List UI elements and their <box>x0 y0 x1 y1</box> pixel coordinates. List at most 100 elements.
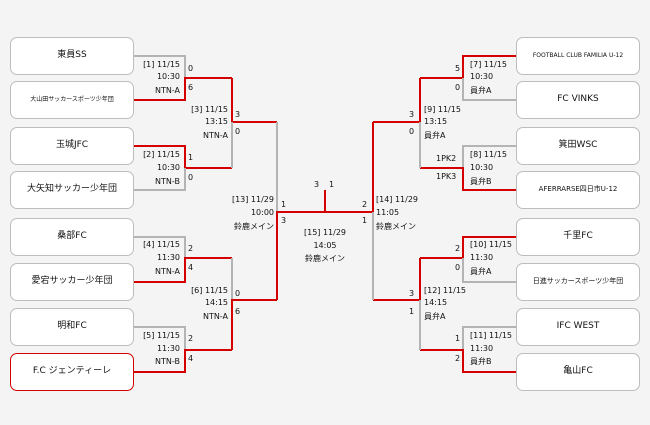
team-R6: 日進サッカースポーツ少年団 <box>516 263 640 301</box>
m9-score-top: 3 <box>409 110 415 119</box>
m2-time: 10:30 <box>156 163 180 172</box>
m14-score-top: 2 <box>362 200 368 209</box>
m6-venue: NTN-A <box>202 312 228 321</box>
team-R2: FC VINKS <box>516 81 640 119</box>
team-R7: IFC WEST <box>516 308 640 346</box>
m1-num: [1] 11/15 <box>143 60 180 69</box>
line-m11-lose <box>462 326 516 350</box>
team-L1: 東員SS <box>10 37 134 75</box>
m13-score-top: 1 <box>281 200 287 209</box>
m6-num: [6] 11/15 <box>191 286 228 295</box>
m14-num: [14] 11/29 <box>376 195 419 204</box>
m8-score-top: 1PK2 <box>436 154 457 163</box>
line-m8-lose <box>462 145 516 168</box>
line-m4-win <box>134 257 232 283</box>
m5-score-bottom: 4 <box>188 354 194 363</box>
m3-score-top: 3 <box>235 110 241 119</box>
m6-score-top: 0 <box>235 289 241 298</box>
line-m2-win <box>134 145 232 169</box>
m7-score-bottom: 0 <box>455 83 461 92</box>
m12-venue: 員弁A <box>424 312 446 321</box>
m12-score-bottom: 1 <box>409 307 415 316</box>
m9-num: [9] 11/15 <box>424 105 461 114</box>
m1-venue: NTN-A <box>154 86 180 95</box>
m6-time: 14:15 <box>204 298 228 307</box>
m8-score-bottom: 1PK3 <box>436 172 457 181</box>
m4-score-top: 2 <box>188 244 194 253</box>
m5-score-top: 2 <box>188 334 194 343</box>
m1-time: 10:30 <box>156 72 180 81</box>
m10-time: 11:30 <box>470 253 494 262</box>
m15-num: [15] 11/29 <box>303 228 347 237</box>
m9-score-bottom: 0 <box>409 127 415 136</box>
m11-time: 11:30 <box>470 344 494 353</box>
team-L3: 玉城JFC <box>10 127 134 165</box>
team-L6: 愛宕サッカー少年団 <box>10 263 134 301</box>
m15-venue: 鈴鹿メイン <box>305 254 345 263</box>
line-m8-win <box>420 167 516 191</box>
m8-time: 10:30 <box>470 163 494 172</box>
line-m14-win <box>325 122 374 213</box>
team-L8: F.C ジェンティーレ <box>10 353 134 391</box>
team-L7: 明和FC <box>10 308 134 346</box>
m11-num: [11] 11/15 <box>470 331 513 340</box>
m10-score-bottom: 0 <box>455 263 461 272</box>
m3-num: [3] 11/15 <box>191 105 228 114</box>
m7-time: 10:30 <box>470 72 494 81</box>
team-L2: 大山田サッカースポーツ少年団 <box>10 81 134 119</box>
m7-num: [7] 11/15 <box>470 60 507 69</box>
m10-num: [10] 11/15 <box>470 240 513 249</box>
m7-venue: 員弁A <box>470 86 492 95</box>
line-m10-lose <box>462 258 516 283</box>
m11-score-bottom: 2 <box>455 354 461 363</box>
line-m4-lose <box>134 236 186 258</box>
m4-num: [4] 11/15 <box>143 240 180 249</box>
m12-score-top: 3 <box>409 289 415 298</box>
m3-time: 13:15 <box>204 117 228 126</box>
line-m1-win <box>134 77 232 101</box>
line-m10-win <box>420 236 516 259</box>
team-R3: 箕田WSC <box>516 127 640 165</box>
m13-venue: 鈴鹿メイン <box>234 222 274 231</box>
m9-venue: 員弁A <box>424 131 446 140</box>
m7-score-top: 5 <box>455 64 461 73</box>
m13-time: 10:00 <box>250 208 274 217</box>
m13-num: [13] 11/29 <box>231 195 274 204</box>
m10-score-top: 2 <box>455 244 461 253</box>
m14-venue: 鈴鹿メイン <box>376 222 416 231</box>
line-m6-win <box>231 299 277 350</box>
m2-score-bottom: 0 <box>188 173 194 182</box>
line-m2-lose <box>134 168 186 191</box>
line-m5-lose <box>134 326 186 350</box>
team-R8: 亀山FC <box>516 353 640 391</box>
m6-score-bottom: 6 <box>235 307 241 316</box>
line-m5-win <box>134 349 232 373</box>
m5-time: 11:30 <box>156 344 180 353</box>
line-m7-win <box>420 55 516 79</box>
m10-venue: 員弁A <box>470 267 492 276</box>
m2-venue: NTN-B <box>155 177 180 186</box>
line-m7-lose <box>462 78 516 101</box>
m4-score-bottom: 4 <box>188 263 194 272</box>
m4-venue: NTN-A <box>154 267 180 276</box>
team-R5: 千里FC <box>516 218 640 256</box>
m13-score-bottom: 3 <box>281 216 287 225</box>
m14-time: 11:05 <box>376 208 400 217</box>
m11-venue: 員弁B <box>470 357 492 366</box>
m15-score-right: 1 <box>329 180 335 189</box>
m9-time: 13:15 <box>424 117 448 126</box>
m1-score-top: 0 <box>188 64 194 73</box>
m2-num: [2] 11/15 <box>143 150 180 159</box>
m1-score-bottom: 6 <box>188 83 194 92</box>
line-m11-win <box>420 349 516 373</box>
m4-time: 11:30 <box>156 253 180 262</box>
team-R1: FOOTBALL CLUB FAMILIA U-12 <box>516 37 640 75</box>
m5-venue: NTN-B <box>155 357 180 366</box>
m15-score-left: 3 <box>314 180 320 189</box>
m3-score-bottom: 0 <box>235 127 241 136</box>
m8-num: [8] 11/15 <box>470 150 507 159</box>
m3-venue: NTN-A <box>202 131 228 140</box>
team-R4: AFERRARSE四日市U-12 <box>516 171 640 209</box>
m12-num: [12] 11/15 <box>424 286 467 295</box>
